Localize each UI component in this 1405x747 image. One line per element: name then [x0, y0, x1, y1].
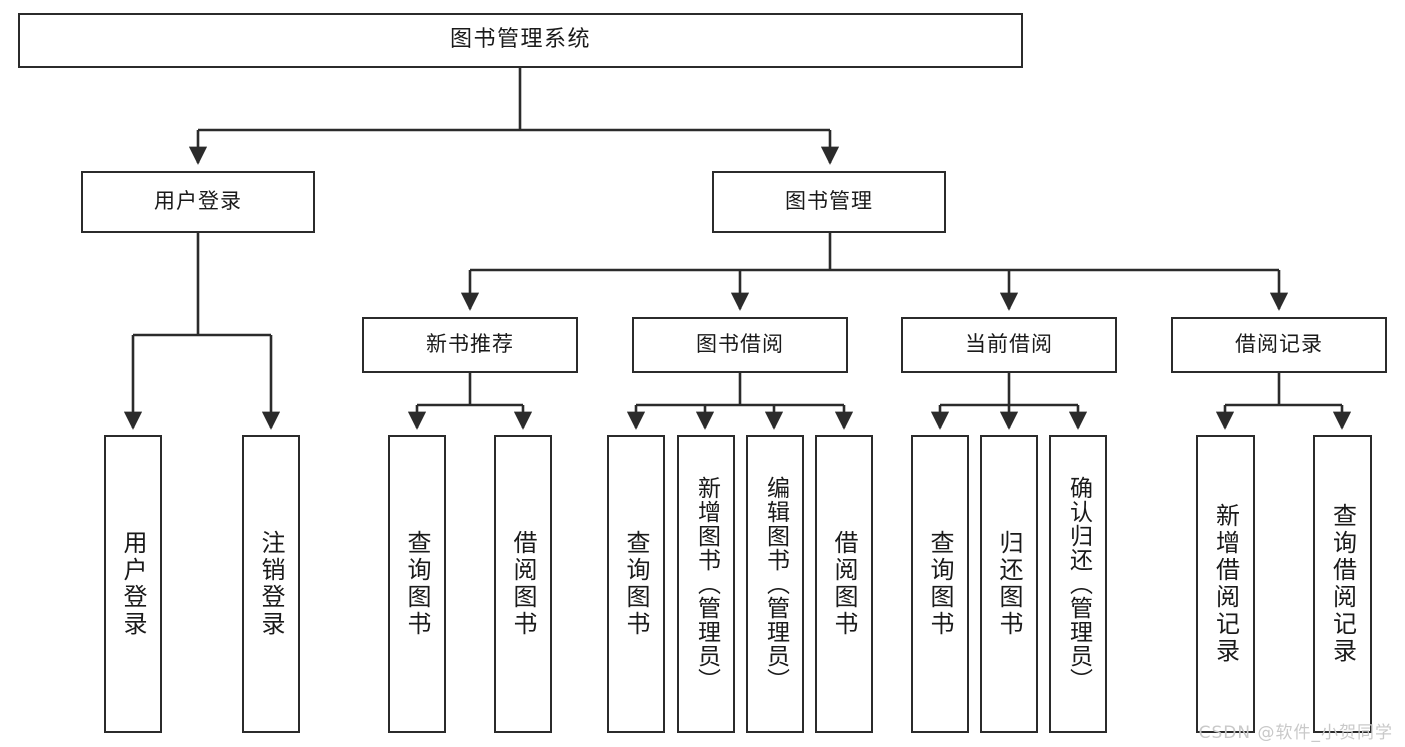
node-leaf-borrow-book-1-label: 借阅图书 — [509, 530, 537, 638]
node-leaf-borrow-book-1[interactable]: 借阅图书 — [494, 435, 552, 733]
node-leaf-user-login-label: 用户登录 — [119, 530, 147, 638]
node-book-borrow-label: 图书借阅 — [696, 332, 784, 357]
node-leaf-query-record-label: 查询借阅记录 — [1328, 503, 1357, 665]
node-root[interactable]: 图书管理系统 — [18, 13, 1023, 68]
node-book-manage-label: 图书管理 — [785, 189, 873, 214]
node-current-borrow[interactable]: 当前借阅 — [901, 317, 1117, 373]
node-leaf-logout-login-label: 注销登录 — [257, 530, 285, 638]
node-leaf-borrow-book-2-label: 借阅图书 — [830, 530, 858, 638]
node-new-book-recommend[interactable]: 新书推荐 — [362, 317, 578, 373]
node-book-manage[interactable]: 图书管理 — [712, 171, 946, 233]
node-leaf-user-login[interactable]: 用户登录 — [104, 435, 162, 733]
node-leaf-confirm-return-label: 确认归还（管理员） — [1065, 476, 1092, 692]
node-leaf-add-record[interactable]: 新增借阅记录 — [1196, 435, 1255, 733]
node-leaf-query-book-3[interactable]: 查询图书 — [911, 435, 969, 733]
node-leaf-query-book-1[interactable]: 查询图书 — [388, 435, 446, 733]
node-borrow-record[interactable]: 借阅记录 — [1171, 317, 1387, 373]
node-root-label: 图书管理系统 — [449, 27, 591, 53]
node-leaf-edit-book[interactable]: 编辑图书（管理员） — [746, 435, 804, 733]
node-current-borrow-label: 当前借阅 — [965, 332, 1053, 357]
node-leaf-query-book-2[interactable]: 查询图书 — [607, 435, 665, 733]
node-leaf-add-book[interactable]: 新增图书（管理员） — [677, 435, 735, 733]
node-leaf-query-book-3-label: 查询图书 — [926, 530, 954, 638]
node-leaf-return-book[interactable]: 归还图书 — [980, 435, 1038, 733]
node-user-login[interactable]: 用户登录 — [81, 171, 315, 233]
node-leaf-add-record-label: 新增借阅记录 — [1211, 503, 1240, 665]
node-leaf-confirm-return[interactable]: 确认归还（管理员） — [1049, 435, 1107, 733]
node-leaf-return-book-label: 归还图书 — [995, 530, 1023, 638]
node-leaf-query-book-1-label: 查询图书 — [403, 530, 431, 638]
node-leaf-logout-login[interactable]: 注销登录 — [242, 435, 300, 733]
node-user-login-label: 用户登录 — [154, 189, 242, 214]
node-borrow-record-label: 借阅记录 — [1235, 332, 1323, 357]
node-leaf-edit-book-label: 编辑图书（管理员） — [762, 476, 789, 692]
watermark: CSDN @软件_小贺同学 — [1198, 723, 1393, 743]
node-new-book-recommend-label: 新书推荐 — [426, 332, 514, 357]
node-leaf-borrow-book-2[interactable]: 借阅图书 — [815, 435, 873, 733]
node-leaf-add-book-label: 新增图书（管理员） — [693, 476, 720, 692]
node-leaf-query-record[interactable]: 查询借阅记录 — [1313, 435, 1372, 733]
node-book-borrow[interactable]: 图书借阅 — [632, 317, 848, 373]
node-leaf-query-book-2-label: 查询图书 — [622, 530, 650, 638]
